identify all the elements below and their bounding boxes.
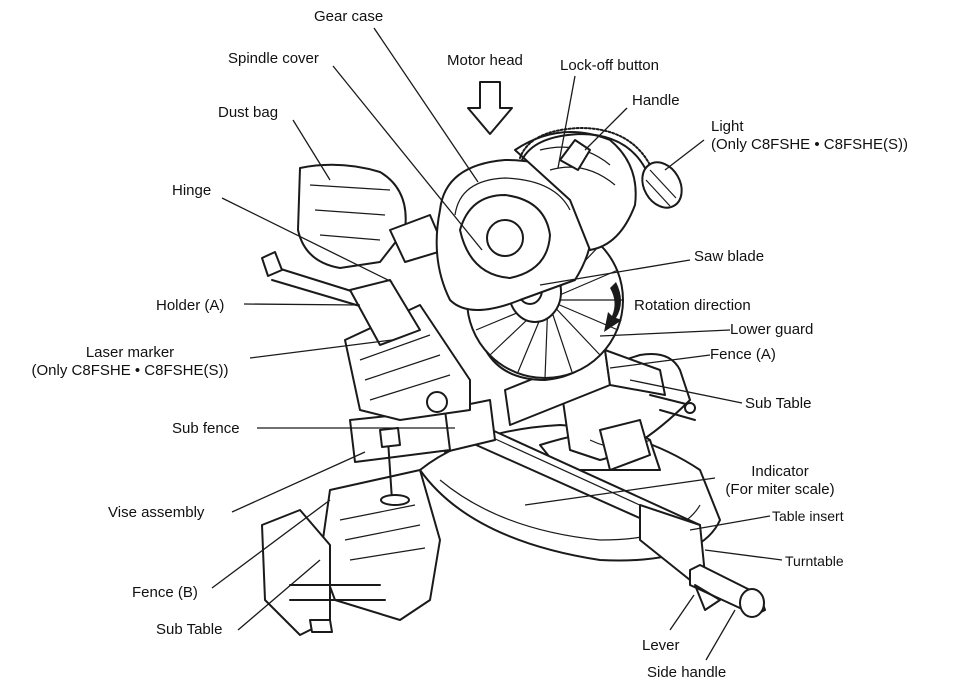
light-head-shape xyxy=(641,161,683,209)
label-sub-table-right: Sub Table xyxy=(745,395,812,412)
label-motor-head: Motor head xyxy=(447,52,523,69)
motor-head-arrow xyxy=(467,81,513,135)
label-sub-fence: Sub fence xyxy=(172,420,240,437)
lock-off-button-shape xyxy=(559,139,591,171)
dust-bag-shape xyxy=(297,163,407,269)
label-table-insert: Table insert xyxy=(772,508,844,524)
label-laser-marker: Laser marker xyxy=(85,344,175,361)
sub-table-left-shape xyxy=(261,509,331,636)
label-gear-case: Gear case xyxy=(314,8,384,25)
label-dust-bag: Dust bag xyxy=(218,104,279,121)
label-light: Light xyxy=(711,118,744,135)
label-handle: Handle xyxy=(632,92,680,109)
label-turntable: Turntable xyxy=(785,553,844,569)
label-light-note: (Only C8FSHE • C8FSHE(S)) xyxy=(711,136,908,153)
light-neck-shape xyxy=(519,127,651,166)
label-rotation-direction: Rotation direction xyxy=(634,297,751,314)
label-fence-b: Fence (B) xyxy=(132,584,198,601)
label-indicator: Indicator xyxy=(751,463,809,480)
label-lock-off-button: Lock-off button xyxy=(560,57,659,74)
label-vise-assembly: Vise assembly xyxy=(108,504,205,521)
label-sub-table-left: Sub Table xyxy=(156,621,223,638)
vise-assembly-shape xyxy=(379,427,401,448)
label-holder-a: Holder (A) xyxy=(156,297,225,314)
label-spindle-cover: Spindle cover xyxy=(228,50,319,67)
label-indicator-note: (For miter scale) xyxy=(725,481,835,498)
label-laser-marker-note: (Only C8FSHE • C8FSHE(S)) xyxy=(31,362,229,379)
label-lever: Lever xyxy=(642,637,680,654)
left-base-shape xyxy=(319,469,441,621)
rotation-arrow xyxy=(604,282,622,332)
holder-a-shape xyxy=(349,279,421,346)
label-lower-guard: Lower guard xyxy=(730,321,814,338)
label-saw-blade: Saw blade xyxy=(694,248,765,265)
leader-lines xyxy=(211,27,783,661)
label-side-handle: Side handle xyxy=(647,664,727,681)
label-hinge: Hinge xyxy=(172,182,212,199)
label-fence-a: Fence (A) xyxy=(710,346,776,363)
